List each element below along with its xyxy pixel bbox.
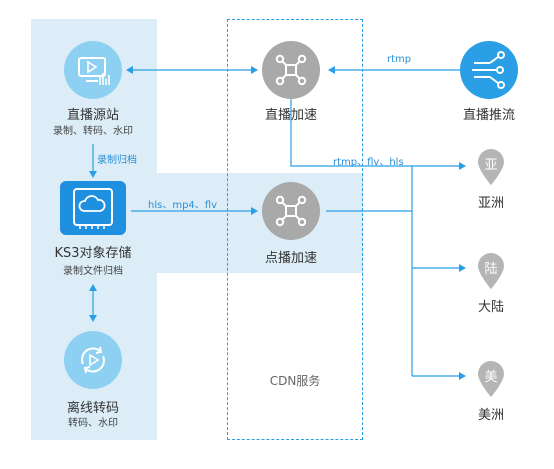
region-americas-glyph: 美 xyxy=(484,370,498,385)
live-output-edge-label: rtmp、flv、hls xyxy=(333,157,404,168)
region-asia-glyph: 亚 xyxy=(484,158,498,173)
rtmp-push-edge-label: rtmp xyxy=(387,54,412,65)
live-origin-title: 直播源站 xyxy=(66,108,120,123)
map-pin-icon xyxy=(476,148,506,190)
live-push-title: 直播推流 xyxy=(462,108,516,123)
region-americas-name: 美洲 xyxy=(477,408,505,423)
vod-band-panel xyxy=(157,173,363,273)
map-pin-icon xyxy=(476,360,506,402)
cdn-service-box xyxy=(227,19,363,440)
vod-accel-title: 点播加速 xyxy=(264,251,318,266)
live-accel-title: 直播加速 xyxy=(264,108,318,123)
archive-edge-label: 录制归档 xyxy=(97,155,137,166)
map-pin-icon xyxy=(476,252,506,294)
ks3-title: KS3对象存储 xyxy=(54,246,132,261)
cdn-service-label: CDN服务 xyxy=(269,374,321,388)
monitor-icon xyxy=(64,41,122,99)
stream-push-icon xyxy=(460,41,518,99)
network-hub-icon xyxy=(262,182,320,240)
live-origin-subtitle: 录制、转码、水印 xyxy=(53,126,133,137)
offline-transcode-title: 离线转码 xyxy=(66,401,120,416)
offline-transcode-subtitle: 转码、水印 xyxy=(68,418,118,429)
refresh-play-icon xyxy=(64,331,122,389)
ks3-subtitle: 录制文件归档 xyxy=(63,266,123,277)
live-accel-output-link xyxy=(290,98,466,170)
vod-output-edge-label: hls、mp4、flv xyxy=(148,200,217,211)
region-asia-name: 亚洲 xyxy=(477,196,505,211)
region-mainland-glyph: 陆 xyxy=(484,262,498,277)
cloud-storage-icon xyxy=(60,181,126,235)
network-hub-icon xyxy=(262,41,320,99)
region-mainland-name: 大陆 xyxy=(477,300,505,315)
